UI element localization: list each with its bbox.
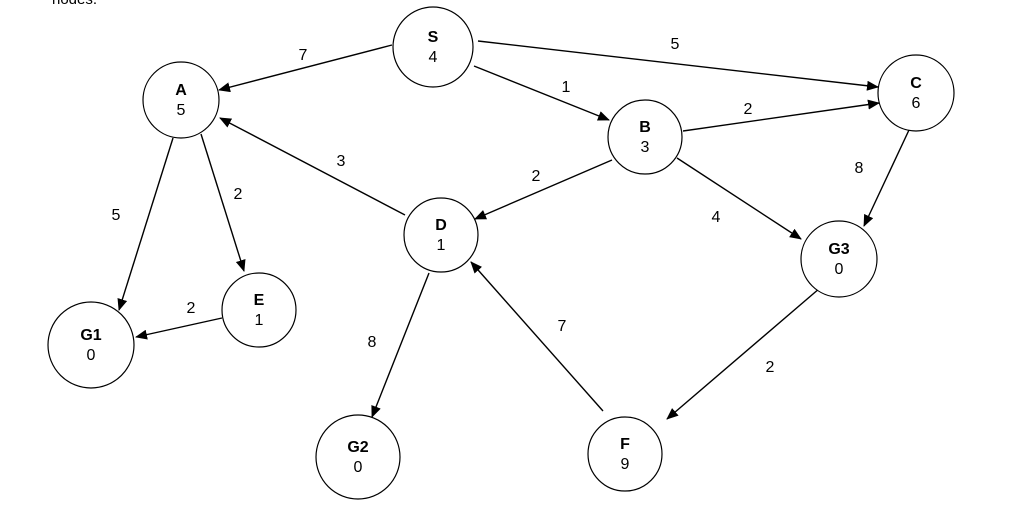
edge-s-b: 1 bbox=[473, 65, 610, 121]
edge-b-g3: 4 bbox=[676, 157, 802, 240]
edge-arrow-a-e bbox=[200, 133, 246, 272]
edge-f-d: 7 bbox=[470, 261, 604, 412]
node-name-f: F bbox=[620, 436, 630, 453]
edge-weight-s-b: 1 bbox=[562, 79, 571, 96]
node-name-d: D bbox=[435, 217, 447, 234]
node-heuristic-g1: 0 bbox=[87, 347, 96, 364]
edge-weight-b-d: 2 bbox=[532, 168, 541, 185]
edge-arrow-e-g1 bbox=[135, 317, 223, 340]
node-name-g1: G1 bbox=[80, 327, 101, 344]
edge-weight-f-d: 7 bbox=[558, 318, 567, 335]
edge-arrow-a-g1 bbox=[117, 137, 174, 311]
node-circle-b bbox=[607, 99, 683, 175]
edge-arrow-b-d bbox=[474, 159, 613, 220]
edge-weight-d-g2: 8 bbox=[368, 334, 377, 351]
edge-arrow-b-g3 bbox=[676, 157, 802, 240]
node-name-b: B bbox=[639, 119, 651, 136]
edge-g3-f: 2 bbox=[666, 287, 821, 420]
node-heuristic-e: 1 bbox=[255, 312, 264, 329]
node-heuristic-s: 4 bbox=[429, 49, 438, 66]
node-g1: G10 bbox=[47, 301, 135, 389]
edge-arrow-g3-f bbox=[666, 287, 821, 420]
edge-arrow-s-b bbox=[473, 65, 610, 121]
edge-b-d: 2 bbox=[474, 159, 613, 220]
node-a: A5 bbox=[142, 61, 220, 139]
node-name-g3: G3 bbox=[828, 241, 849, 258]
edge-d-a: 3 bbox=[219, 117, 406, 216]
node-heuristic-b: 3 bbox=[641, 139, 650, 156]
node-circle-c bbox=[877, 54, 955, 132]
edge-arrow-s-a bbox=[218, 44, 393, 93]
caption-fragment: nodes. bbox=[52, 0, 97, 8]
node-e: E1 bbox=[221, 272, 297, 348]
edge-weight-s-c: 5 bbox=[671, 36, 680, 53]
edge-weight-b-g3: 4 bbox=[712, 209, 721, 226]
node-s: S4 bbox=[392, 6, 474, 88]
edge-weight-g3-f: 2 bbox=[766, 359, 775, 376]
node-name-g2: G2 bbox=[347, 439, 368, 456]
edge-a-e: 2 bbox=[200, 133, 246, 272]
edge-b-c: 2 bbox=[682, 99, 880, 132]
node-circle-f bbox=[587, 416, 663, 492]
node-circle-g2 bbox=[315, 414, 401, 500]
node-name-a: A bbox=[175, 82, 187, 99]
edge-arrow-s-c bbox=[477, 40, 879, 91]
node-name-e: E bbox=[254, 292, 265, 309]
node-c: C6 bbox=[877, 54, 955, 132]
node-circle-g3 bbox=[800, 220, 878, 298]
node-circle-s bbox=[392, 6, 474, 88]
edge-weight-d-a: 3 bbox=[337, 153, 346, 170]
node-f: F9 bbox=[587, 416, 663, 492]
edge-arrow-c-g3 bbox=[863, 129, 910, 227]
node-heuristic-f: 9 bbox=[621, 456, 630, 473]
node-circle-g1 bbox=[47, 301, 135, 389]
node-heuristic-d: 1 bbox=[437, 237, 446, 254]
node-g2: G20 bbox=[315, 414, 401, 500]
edge-weight-a-e: 2 bbox=[234, 186, 243, 203]
edge-weight-c-g3: 8 bbox=[855, 160, 864, 177]
edge-arrow-f-d bbox=[470, 261, 604, 412]
node-heuristic-g3: 0 bbox=[835, 261, 844, 278]
node-circle-a bbox=[142, 61, 220, 139]
node-d: D1 bbox=[403, 197, 479, 273]
edge-d-g2: 8 bbox=[368, 272, 430, 418]
edge-e-g1: 2 bbox=[135, 300, 223, 340]
edge-weight-s-a: 7 bbox=[299, 47, 308, 64]
node-g3: G30 bbox=[800, 220, 878, 298]
node-heuristic-c: 6 bbox=[912, 95, 921, 112]
edge-arrow-d-a bbox=[219, 117, 406, 216]
edges-layer: 7 1 5 2 2 4 8 3 5 2 2 8 7 2 bbox=[112, 36, 910, 420]
node-heuristic-a: 5 bbox=[177, 102, 186, 119]
edge-arrow-b-c bbox=[682, 99, 880, 132]
edge-weight-a-g1: 5 bbox=[112, 207, 121, 224]
edge-weight-b-c: 2 bbox=[744, 101, 753, 118]
node-name-s: S bbox=[428, 29, 439, 46]
edge-s-a: 7 bbox=[218, 44, 393, 93]
edge-c-g3: 8 bbox=[855, 129, 910, 227]
node-heuristic-g2: 0 bbox=[354, 459, 363, 476]
edge-s-c: 5 bbox=[477, 36, 879, 91]
edge-a-g1: 5 bbox=[112, 137, 174, 311]
node-circle-d bbox=[403, 197, 479, 273]
edge-arrow-d-g2 bbox=[371, 272, 430, 418]
node-b: B3 bbox=[607, 99, 683, 175]
node-name-c: C bbox=[910, 75, 922, 92]
edge-weight-e-g1: 2 bbox=[187, 300, 196, 317]
node-circle-e bbox=[221, 272, 297, 348]
